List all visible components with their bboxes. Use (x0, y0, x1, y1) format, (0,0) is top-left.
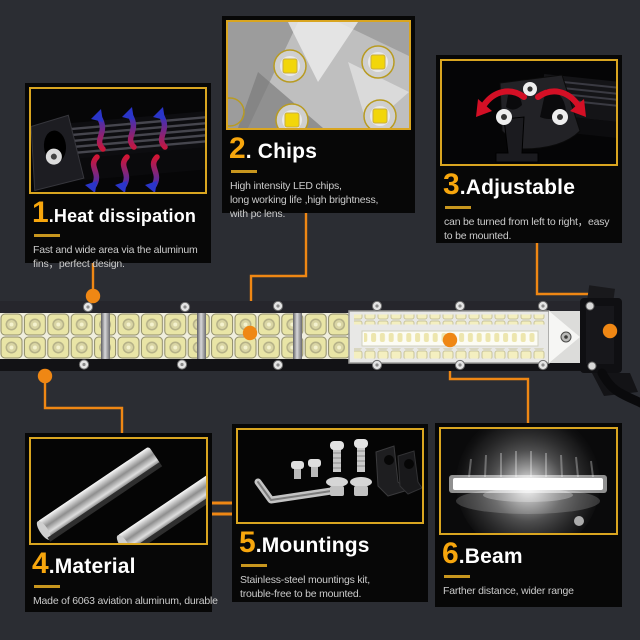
feature-number: 3 (443, 168, 460, 201)
end-cap (580, 298, 640, 408)
heat-dissipation-photo (29, 87, 207, 194)
feature-panel-beam: 6 .Beam Farther distance, wider range (435, 423, 622, 607)
beam-photo (439, 427, 618, 535)
connector-dot (85, 288, 101, 304)
connector-dot (242, 325, 258, 341)
feature-panel-chips: 2 . Chips High intensity LED chips, long… (222, 16, 415, 220)
feature-title: .Heat dissipation (48, 206, 197, 226)
l-brackets (375, 445, 422, 497)
feature-title-row: 1 .Heat dissipation (25, 198, 211, 228)
adjustable-photo (440, 59, 618, 166)
feature-title: .Mountings (255, 534, 370, 557)
feature-panel-adjustable: 3 .Adjustable can be turned from left to… (436, 55, 622, 243)
connector-line (43, 377, 124, 434)
feature-title-row: 2 . Chips (222, 134, 415, 164)
feature-description-line: fins，perfect design. (33, 258, 125, 271)
aluminum-bar (36, 447, 163, 542)
feature-title: .Material (48, 555, 136, 578)
feature-panel-mountings: 5 .Mountings Stainless-steel mountings k… (232, 424, 428, 602)
led-lens-array (0, 313, 350, 359)
feature-description-line: long working life ,high brightness, (230, 194, 379, 207)
feature-title-row: 6 .Beam (435, 539, 622, 569)
housing-screws (78, 300, 549, 371)
feature-title: .Beam (458, 545, 523, 568)
rotation-arrows (476, 88, 586, 117)
title-underline (34, 234, 60, 237)
aluminum-bar (116, 467, 206, 543)
feature-title-row: 3 .Adjustable (436, 170, 622, 200)
material-photo (29, 437, 208, 545)
bolts (326, 439, 372, 496)
feature-description-line: Farther distance, wider range (443, 585, 574, 597)
feature-description: Fast and wide area via the aluminum fins… (25, 243, 211, 271)
connector-dots (37, 288, 618, 384)
feature-number: 5 (239, 526, 256, 559)
feature-title-row: 5 .Mountings (232, 528, 428, 558)
feature-title: . Chips (245, 140, 318, 163)
light-beam (449, 451, 607, 526)
feature-title: .Adjustable (459, 176, 576, 199)
feature-number: 1 (32, 196, 49, 229)
title-underline (231, 170, 257, 173)
feature-number: 6 (442, 537, 459, 570)
mountings-photo (236, 428, 424, 524)
feature-description-line: to be mounted. (444, 230, 512, 243)
feature-description: Made of 6063 aviation aluminum, durable (25, 594, 218, 608)
connector-dot (37, 368, 53, 384)
feature-panel-material: 4 .Material Made of 6063 aviation alumin… (25, 433, 218, 612)
feature-description-line: Stainless-steel mountings kit, (240, 574, 370, 586)
feature-description: Farther distance, wider range (435, 584, 622, 598)
feature-number: 2 (229, 132, 246, 165)
side-shooter-section (348, 310, 584, 364)
connector-dot (602, 323, 618, 339)
power-cable (597, 368, 640, 408)
feature-panel-heat-dissipation: 1 .Heat dissipation Fast and wide area v… (25, 83, 211, 270)
feature-description-line: can be turned from left to right，easy (444, 216, 610, 228)
title-underline (444, 575, 470, 578)
feature-description-line: with pc lens. (230, 208, 286, 221)
screws (291, 459, 321, 479)
feature-description-line: Fast and wide area via the aluminum (33, 244, 198, 256)
allen-key (254, 478, 342, 504)
chips-photo (226, 20, 411, 130)
feature-description-line: High intensity LED chips, (230, 180, 342, 192)
feature-description-line: Made of 6063 aviation aluminum, durable (33, 595, 218, 607)
feature-number: 4 (32, 547, 49, 580)
feature-description: Stainless-steel mountings kit, trouble-f… (232, 573, 428, 601)
feature-title-row: 4 .Material (25, 549, 212, 579)
feature-description-line: trouble-free to be mounted. (240, 588, 362, 601)
connector-dot (442, 332, 458, 348)
title-underline (241, 564, 267, 567)
feature-description: can be turned from left to right，easy to… (436, 215, 622, 243)
feature-description: High intensity LED chips, long working l… (222, 179, 415, 221)
title-underline (34, 585, 60, 588)
title-underline (445, 206, 471, 209)
led-chip (228, 45, 397, 128)
light-bar (0, 285, 640, 408)
